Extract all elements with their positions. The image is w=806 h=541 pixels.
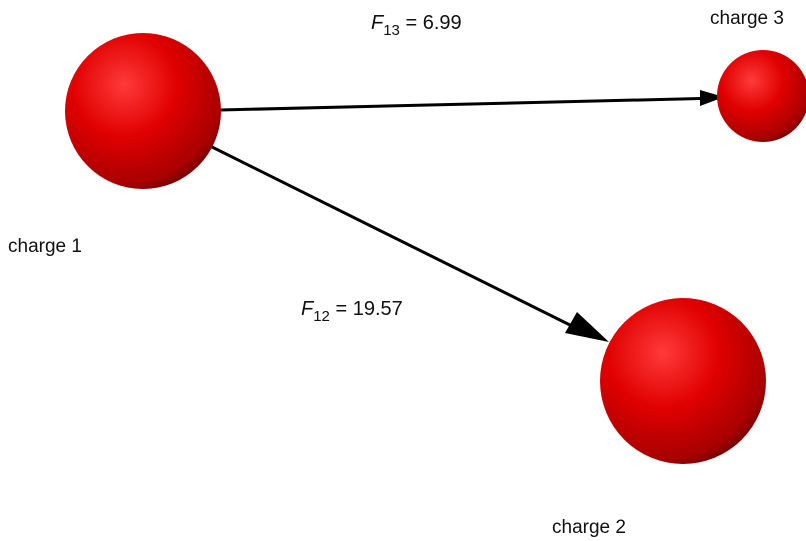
force-arrow-f12-head <box>565 312 609 342</box>
charge-1-label: charge 1 <box>8 236 82 257</box>
force-arrow-f13-head <box>700 90 724 106</box>
force-f13-label: F13 = 6.99 <box>371 12 462 39</box>
force-f13-value: = 6.99 <box>405 12 462 34</box>
force-f12-symbol: F <box>301 298 314 320</box>
charge-3-label: charge 3 <box>710 8 784 29</box>
force-f12-value: = 19.57 <box>335 298 403 320</box>
charge-1-sphere <box>65 33 221 189</box>
force-f13-subscript: 13 <box>383 22 400 39</box>
force-f12-label: F12 = 19.57 <box>301 298 403 325</box>
charge-3-sphere <box>717 50 806 142</box>
force-f12-subscript: 12 <box>313 308 330 325</box>
force-arrow-f12-shaft <box>205 142 581 332</box>
force-arrow-f13-shaft <box>219 96 723 112</box>
charge-2-label: charge 2 <box>552 517 626 538</box>
charge-2-sphere <box>600 298 766 464</box>
force-f13-symbol: F <box>371 12 384 34</box>
